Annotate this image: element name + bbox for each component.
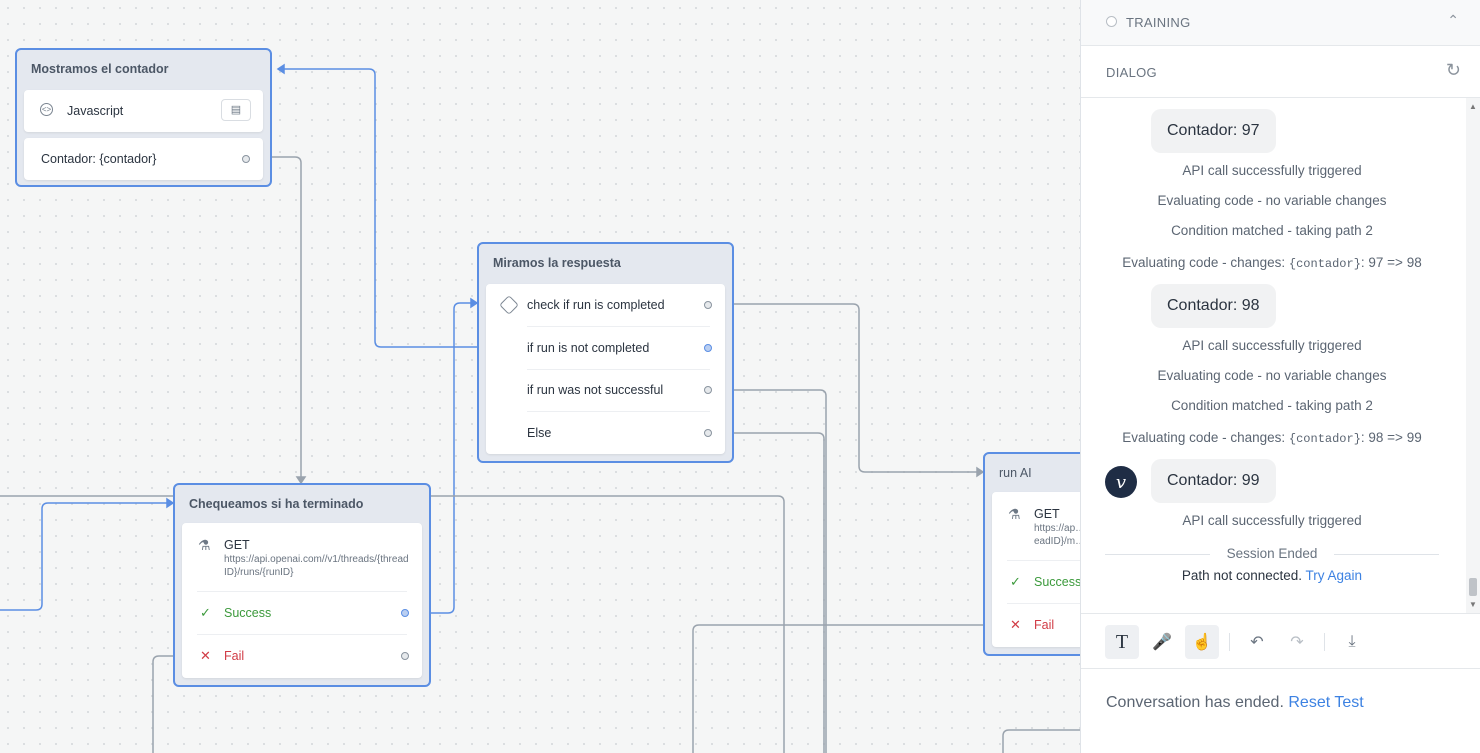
- api-icon: ⚗: [1008, 506, 1021, 522]
- node-title: run AI: [999, 466, 1032, 480]
- undo-icon[interactable]: ↶: [1250, 634, 1264, 651]
- condition-row[interactable]: if run is not completed: [486, 327, 725, 369]
- chevron-up-icon[interactable]: ⌃: [1447, 12, 1459, 28]
- redo-icon[interactable]: ↷: [1290, 634, 1304, 651]
- system-message: Condition matched - taking path 2: [1171, 398, 1373, 413]
- fail-row[interactable]: ✕ Fail: [182, 635, 422, 677]
- contador-text: Contador: {contador}: [41, 152, 157, 166]
- system-message: Evaluating code - no variable changes: [1157, 368, 1387, 383]
- scroll-thumb[interactable]: [1469, 578, 1477, 596]
- input-toolbar: T 🎤 ☝ ↶ ↷ ⤓: [1081, 613, 1480, 669]
- assistant-avatar: v: [1105, 466, 1137, 498]
- success-label: Success: [1034, 575, 1080, 589]
- system-message: API call successfully triggered: [1182, 338, 1362, 353]
- dialog-messages: Contador: 97 API call successfully trigg…: [1081, 98, 1480, 613]
- output-port[interactable]: [704, 344, 712, 352]
- javascript-step[interactable]: <> Javascript ▤: [24, 90, 263, 132]
- api-method: GET: [224, 538, 250, 552]
- system-message: Evaluating code - changes: {contador}: 9…: [1122, 430, 1422, 446]
- output-port[interactable]: [704, 429, 712, 437]
- x-icon: ✕: [200, 648, 211, 663]
- node-title: Chequeamos si ha terminado: [189, 497, 364, 511]
- system-message: Evaluating code - changes: {contador}: 9…: [1122, 255, 1422, 271]
- message-bubble: Contador: 99: [1151, 459, 1276, 503]
- check-icon: ✓: [1010, 574, 1021, 589]
- touch-icon[interactable]: ☝: [1185, 625, 1219, 659]
- condition-row[interactable]: if run was not successful: [486, 369, 725, 411]
- connection-lines: [0, 63, 1080, 753]
- node-chequeamos-si-ha-terminado[interactable]: Chequeamos si ha terminado ⚗ GET https:/…: [173, 483, 431, 687]
- output-port[interactable]: [401, 609, 409, 617]
- fail-label: Fail: [1034, 618, 1055, 632]
- fail-label: Fail: [224, 649, 245, 663]
- system-message: API call successfully triggered: [1182, 163, 1362, 178]
- message-bubble: Contador: 98: [1151, 284, 1276, 328]
- check-icon: ✓: [200, 605, 211, 620]
- condition-row[interactable]: check if run is completed: [486, 284, 725, 326]
- condition-label: if run was not successful: [527, 383, 664, 397]
- condition-icon: [499, 295, 519, 315]
- output-port[interactable]: [704, 301, 712, 309]
- training-radio[interactable]: [1106, 16, 1117, 27]
- path-not-connected-message: Path not connected. Try Again: [1181, 568, 1363, 583]
- test-panel: TRAINING ⌃ DIALOG ↻ Contador: 97 API cal…: [1080, 0, 1480, 753]
- scroll-up-icon[interactable]: ▲: [1469, 102, 1477, 111]
- system-message: Evaluating code - no variable changes: [1157, 193, 1387, 208]
- condition-row[interactable]: Else: [486, 412, 725, 454]
- reset-test-link[interactable]: Reset Test: [1288, 694, 1364, 711]
- api-url: https://api.openai.com//v1/threads/{thre…: [224, 554, 409, 578]
- node-title: Mostramos el contador: [31, 62, 169, 76]
- session-ended-divider: Session Ended: [1105, 545, 1439, 565]
- api-step[interactable]: ⚗ GET https://api.openai.com//v1/threads…: [182, 523, 422, 678]
- microphone-icon[interactable]: 🎤: [1152, 634, 1172, 651]
- flow-canvas[interactable]: Mostramos el contador <> Javascript ▤ Co…: [0, 0, 1080, 753]
- edit-code-icon[interactable]: ▤: [221, 99, 251, 121]
- node-run-ai[interactable]: run AI ⚗ GET https://ap… eadID}/m… ✓ Suc…: [983, 452, 1080, 656]
- conversation-ended-message: Conversation has ended. Reset Test: [1106, 694, 1364, 711]
- training-label: TRAINING: [1126, 15, 1191, 30]
- dialog-header: DIALOG ↻: [1081, 46, 1480, 98]
- text-mode-button[interactable]: T: [1105, 625, 1139, 659]
- api-icon: ⚗: [198, 537, 211, 553]
- text-step[interactable]: Contador: {contador}: [24, 138, 263, 180]
- output-port[interactable]: [242, 155, 250, 163]
- javascript-label: Javascript: [67, 104, 124, 118]
- scrollbar[interactable]: ▲ ▼: [1466, 98, 1480, 613]
- system-message: API call successfully triggered: [1182, 513, 1362, 528]
- code-icon: <>: [40, 103, 53, 116]
- condition-step[interactable]: check if run is completed if run is not …: [486, 284, 725, 454]
- api-step[interactable]: ⚗ GET https://ap… eadID}/m… ✓ Success ✕ …: [992, 492, 1080, 647]
- message-bubble: Contador: 97: [1151, 109, 1276, 153]
- output-port[interactable]: [704, 386, 712, 394]
- scroll-down-icon[interactable]: ▼: [1469, 600, 1477, 609]
- fail-row[interactable]: ✕ Fail: [992, 604, 1080, 646]
- refresh-icon[interactable]: ↻: [1445, 60, 1461, 80]
- try-again-link[interactable]: Try Again: [1305, 568, 1363, 583]
- training-bar[interactable]: TRAINING ⌃: [1081, 0, 1480, 46]
- output-port[interactable]: [401, 652, 409, 660]
- api-method: GET: [1034, 507, 1060, 521]
- node-title: Miramos la respuesta: [493, 256, 621, 270]
- success-label: Success: [224, 606, 272, 620]
- node-mostramos-el-contador[interactable]: Mostramos el contador <> Javascript ▤ Co…: [15, 48, 272, 187]
- x-icon: ✕: [1010, 617, 1021, 632]
- system-message: Condition matched - taking path 2: [1171, 223, 1373, 238]
- condition-label: check if run is completed: [527, 298, 665, 312]
- download-icon[interactable]: ⤓: [1348, 633, 1356, 650]
- api-url: https://ap… eadID}/m…: [1034, 523, 1080, 547]
- condition-label: if run is not completed: [527, 341, 650, 355]
- success-row[interactable]: ✓ Success: [992, 561, 1080, 603]
- node-miramos-la-respuesta[interactable]: Miramos la respuesta check if run is com…: [477, 242, 734, 463]
- condition-label: Else: [527, 426, 552, 440]
- session-ended-label: Session Ended: [1226, 546, 1318, 561]
- success-row[interactable]: ✓ Success: [182, 592, 422, 634]
- dialog-label: DIALOG: [1106, 65, 1157, 80]
